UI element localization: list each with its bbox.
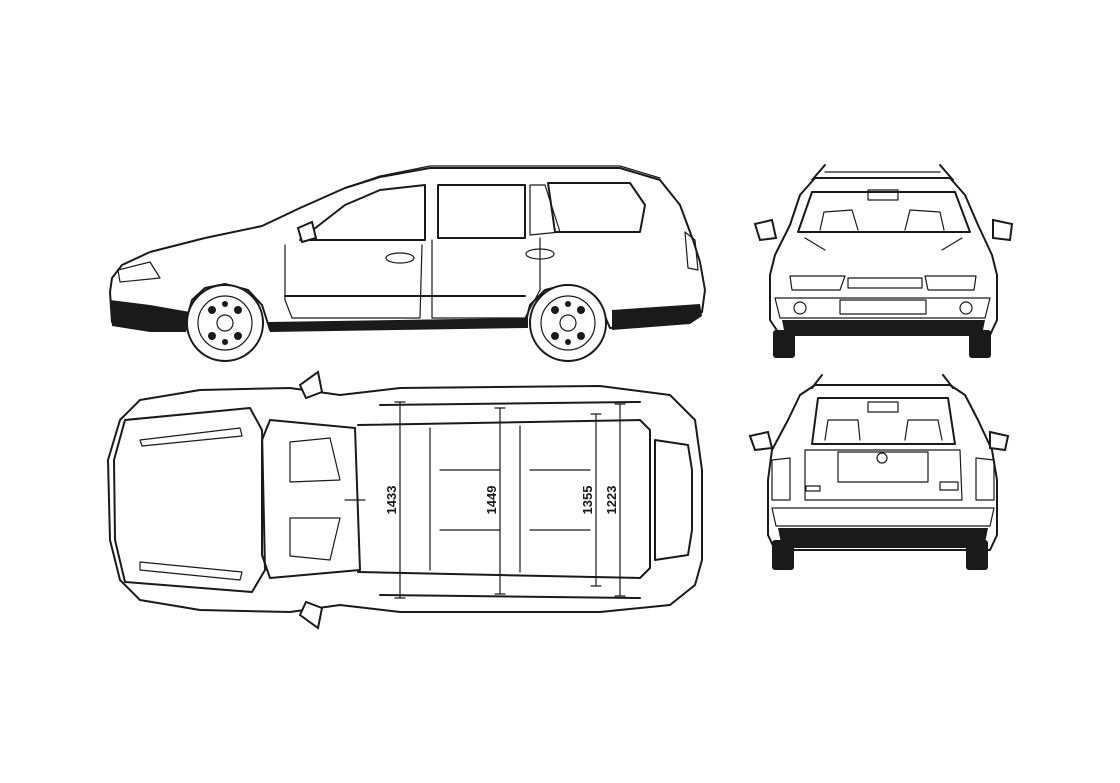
side-front-door — [284, 244, 423, 319]
dimension-label-1223: 1223 — [604, 486, 619, 515]
front-roof-rail-right — [939, 164, 954, 181]
rear-brake-light — [867, 401, 899, 413]
side-headlight — [117, 261, 161, 283]
rear-tailgate — [804, 449, 963, 501]
side-front-wheel — [186, 284, 264, 362]
top-view: 1433 1449 1355 1223 — [107, 370, 703, 630]
side-mirror — [296, 220, 318, 244]
rear-valance — [778, 528, 988, 548]
rear-roof-rail-left — [811, 374, 823, 389]
front-seat-right — [904, 209, 945, 231]
front-hood-vent-left — [804, 237, 826, 251]
front-tyre-right — [969, 330, 991, 358]
top-windshield — [261, 419, 361, 579]
rear-body-outline — [767, 384, 998, 551]
side-badge-rear — [525, 248, 555, 260]
side-tail-light — [684, 231, 699, 271]
rear-seat-left — [824, 419, 861, 441]
side-sill — [268, 318, 528, 332]
front-roof-rail-left — [811, 164, 826, 181]
rear-roof-rail-right — [942, 374, 954, 389]
dimension-label-1449: 1449 — [484, 486, 499, 515]
side-quarter-window — [547, 182, 646, 233]
top-roof-rail-lower — [379, 594, 641, 599]
front-view — [753, 164, 1014, 358]
top-roof-rail-upper — [379, 401, 641, 406]
rear-emblem — [876, 452, 888, 464]
top-front-seat-lower — [289, 517, 341, 561]
top-hood-vent-lower — [139, 561, 243, 581]
side-rear-door — [431, 237, 541, 319]
side-roof-rail — [344, 165, 661, 189]
rear-tyre-left — [772, 540, 794, 570]
side-rear-wheel — [529, 284, 607, 362]
front-windshield — [797, 191, 971, 233]
front-tyre-left — [773, 330, 795, 358]
rear-view — [748, 374, 1010, 570]
front-headlight-left — [789, 275, 846, 291]
top-mirror-lower — [298, 600, 324, 630]
dimension-label-1355: 1355 — [580, 486, 595, 515]
front-mirror-left — [753, 218, 778, 242]
rear-badge-right — [939, 481, 959, 491]
top-dimension-lines — [394, 401, 626, 599]
rear-plate-recess — [837, 451, 929, 483]
front-mirror-right — [992, 218, 1014, 242]
top-front-seat-upper — [289, 437, 341, 483]
front-rear-view-mirror — [867, 189, 899, 201]
front-foglight-left — [793, 301, 807, 315]
rear-mirror-right — [989, 430, 1010, 452]
front-bumper — [774, 297, 991, 319]
top-mirror-upper — [298, 370, 324, 400]
rear-bumper — [771, 507, 995, 527]
top-hood — [113, 407, 266, 593]
front-foglight-right — [959, 301, 973, 315]
side-rear-door-window — [437, 184, 526, 239]
front-grille — [847, 277, 923, 289]
top-seat-row-1 — [439, 469, 501, 531]
front-body-outline — [769, 177, 998, 336]
rear-seat-right — [904, 419, 943, 441]
front-hood-vent-right — [941, 237, 963, 251]
top-roof — [357, 419, 651, 579]
front-headlight-right — [924, 275, 977, 291]
rear-tyre-right — [966, 540, 988, 570]
side-rear-bumper — [612, 304, 702, 330]
side-rear-glass — [529, 184, 561, 236]
top-hood-vent-upper — [139, 427, 243, 447]
dimension-label-1433: 1433 — [384, 486, 399, 515]
rear-tail-light-left — [771, 457, 791, 501]
front-plate-area — [839, 299, 927, 315]
rear-tail-light-right — [975, 457, 995, 501]
rear-mirror-left — [748, 430, 774, 452]
side-front-bumper — [110, 300, 190, 332]
front-spoiler — [782, 320, 985, 335]
side-front-window — [299, 184, 426, 241]
top-body-outline — [107, 385, 703, 613]
rear-badge-left — [805, 485, 821, 492]
side-badge-front — [385, 252, 415, 264]
rear-window — [811, 397, 956, 445]
top-rear-glass — [654, 439, 693, 561]
top-seat-row-2 — [529, 469, 591, 531]
front-seat-left — [819, 209, 859, 231]
side-view — [109, 165, 706, 362]
